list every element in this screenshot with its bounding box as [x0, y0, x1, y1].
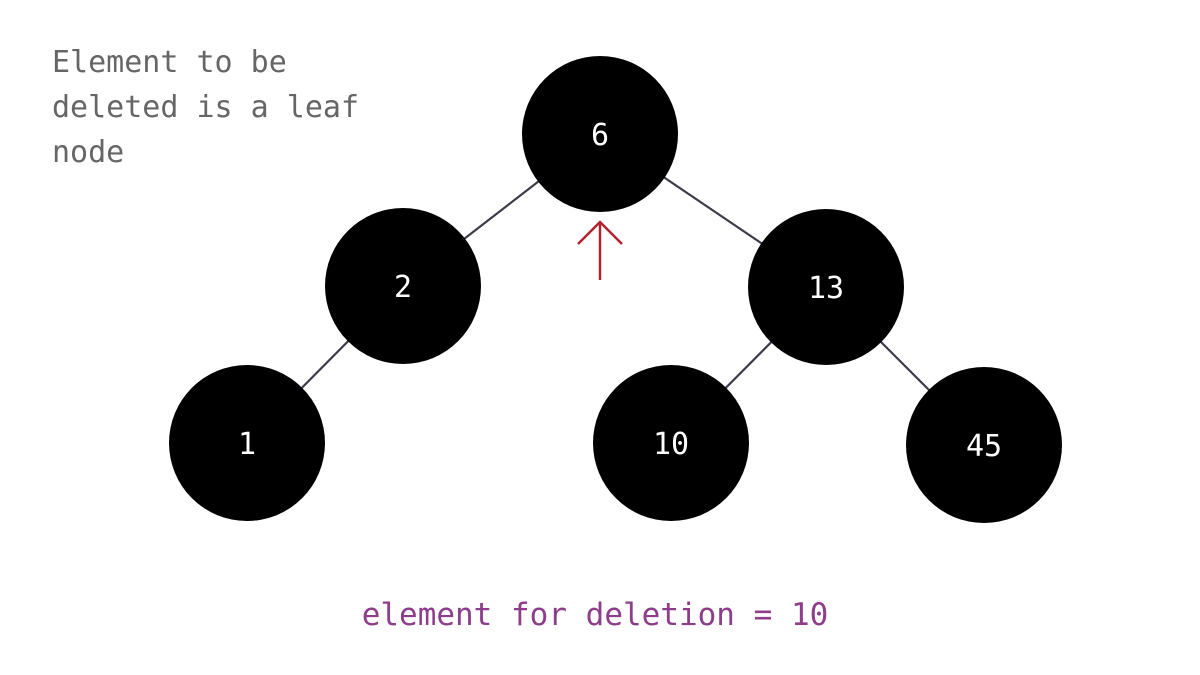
arrow-head	[577, 220, 623, 245]
edge-n13-n10	[723, 340, 774, 390]
tree-node-10: 10	[593, 365, 749, 521]
edge-n6-n2	[462, 179, 541, 241]
tree-edges	[299, 175, 932, 393]
node-label: 2	[394, 270, 412, 305]
tree-node-2: 2	[325, 208, 481, 364]
node-circle	[906, 367, 1062, 523]
node-label: 6	[591, 118, 609, 153]
edge-n2-n1	[299, 339, 351, 390]
deletion-label: element for deletion = 10	[0, 592, 1200, 638]
node-label: 45	[966, 429, 1002, 464]
edge-n6-n13	[662, 175, 764, 246]
tree-node-6: 6	[522, 56, 678, 212]
node-label: 1	[238, 427, 256, 462]
caption-text: Element to be deleted is a leaf node	[52, 45, 360, 170]
node-circle	[169, 365, 325, 521]
tree-nodes: 6 2 13 1 10 45	[169, 56, 1062, 523]
node-circle	[522, 56, 678, 212]
deletion-label-text: element for deletion = 10	[361, 597, 829, 633]
node-label: 10	[653, 427, 689, 462]
node-circle	[748, 209, 904, 365]
node-circle	[593, 365, 749, 521]
up-arrow-icon	[577, 220, 623, 280]
edge-n13-n45	[878, 339, 932, 393]
node-circle	[325, 208, 481, 364]
tree-node-1: 1	[169, 365, 325, 521]
node-label: 13	[808, 271, 844, 306]
tree-node-45: 45	[906, 367, 1062, 523]
tree-node-13: 13	[748, 209, 904, 365]
